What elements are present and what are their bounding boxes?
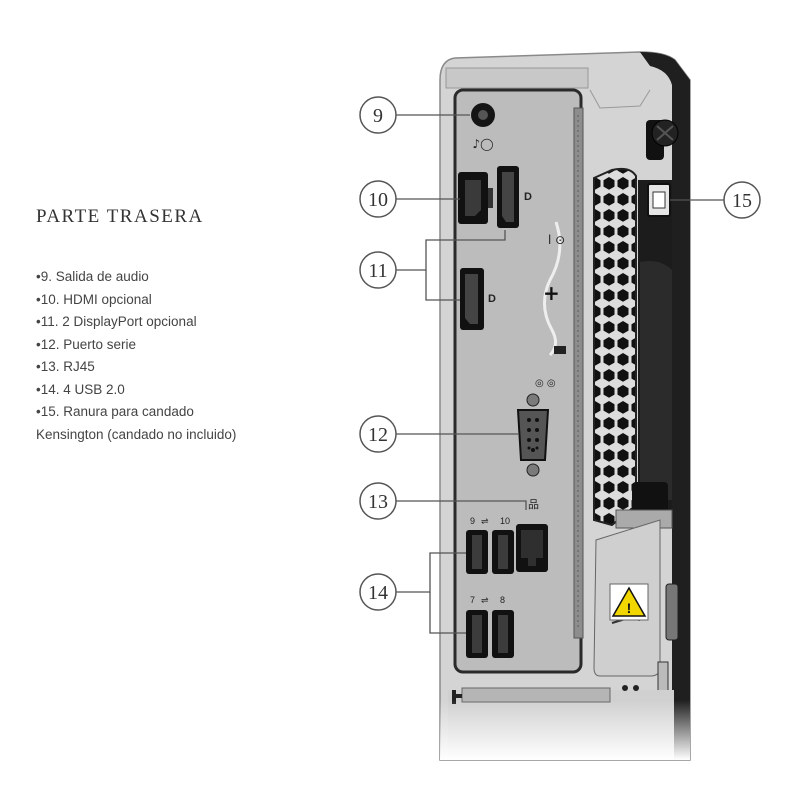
legend-item-hdmi: •10. HDMI opcional (36, 291, 152, 307)
svg-text:!: ! (627, 600, 632, 616)
displayport-2: D (460, 268, 496, 330)
usb-label-10: 10 (500, 516, 510, 526)
usb-label-7: 7 (470, 595, 475, 605)
hdmi-port (458, 172, 493, 224)
displayport-icon: D (524, 191, 532, 203)
svg-text:♪◯: ♪◯ (472, 137, 493, 151)
leader-lines (396, 114, 726, 634)
svg-text:12: 12 (368, 424, 388, 446)
legend-item-rj45: •13. RJ45 (36, 359, 95, 374)
callout-14: 14 (359, 573, 397, 611)
chassis-base (440, 685, 690, 760)
section-title: PARTE TRASERA (36, 206, 204, 227)
legend-item-serial: •12. Puerto serie (36, 336, 137, 352)
displayport-1: D (497, 166, 532, 228)
svg-text:15: 15 (732, 190, 752, 212)
kensington-lock-icon (647, 183, 671, 217)
legend-item-displayport: •11. 2 DisplayPort opcional (36, 314, 197, 329)
legend-item-audio: •9. Salida de audio (36, 269, 149, 284)
rj45-port: 品 (516, 498, 548, 572)
svg-text:10: 10 (368, 189, 388, 211)
svg-text:l ⊙: l ⊙ (548, 233, 565, 247)
svg-text:11: 11 (368, 260, 387, 282)
svg-text:14: 14 (368, 582, 388, 604)
svg-text:+: + (543, 281, 560, 305)
callout-13: 13 (359, 482, 397, 520)
usb-icon: ⇌ (481, 517, 489, 527)
callout-9: 9 (359, 96, 397, 134)
legend-item-kensington-continuation: Kensington (candado no incluido) (36, 426, 237, 442)
port-legend: •9. Salida de audio •10. HDMI opcional •… (36, 266, 296, 446)
legend-item-usb: •14. 4 USB 2.0 (36, 381, 125, 397)
usb-ports: 9 ⇌ 10 7 ⇌ 8 (466, 516, 514, 658)
expansion-knockout: + l ⊙ (543, 221, 566, 357)
callout-15: 15 (723, 181, 761, 219)
usb-icon: ⇌ (481, 596, 489, 606)
usb-label-8: 8 (500, 595, 505, 605)
headphone-icon: ♪◯ (472, 137, 493, 151)
serial-port: ◎ ◎ (516, 378, 556, 477)
callout-12: 12 (359, 415, 397, 453)
audio-port: ♪◯ (471, 103, 495, 151)
callout-11: 11 (359, 251, 397, 289)
displayport-icon: D (488, 293, 496, 305)
legend-item-kensington: •15. Ranura para candado Kensington (can… (36, 401, 296, 446)
network-icon: 品 (528, 498, 539, 511)
io-panel (453, 88, 584, 674)
warning-icon (611, 586, 647, 617)
ventilation-grille (593, 167, 637, 527)
power-supply: ! (593, 519, 679, 701)
usb-label-9: 9 (470, 516, 475, 526)
callout-10: 10 (359, 180, 397, 218)
svg-text:9: 9 (373, 105, 383, 127)
svg-text:13: 13 (368, 491, 388, 513)
svg-text:◎ ◎: ◎ ◎ (535, 378, 556, 389)
expansion-bracket (615, 119, 679, 529)
